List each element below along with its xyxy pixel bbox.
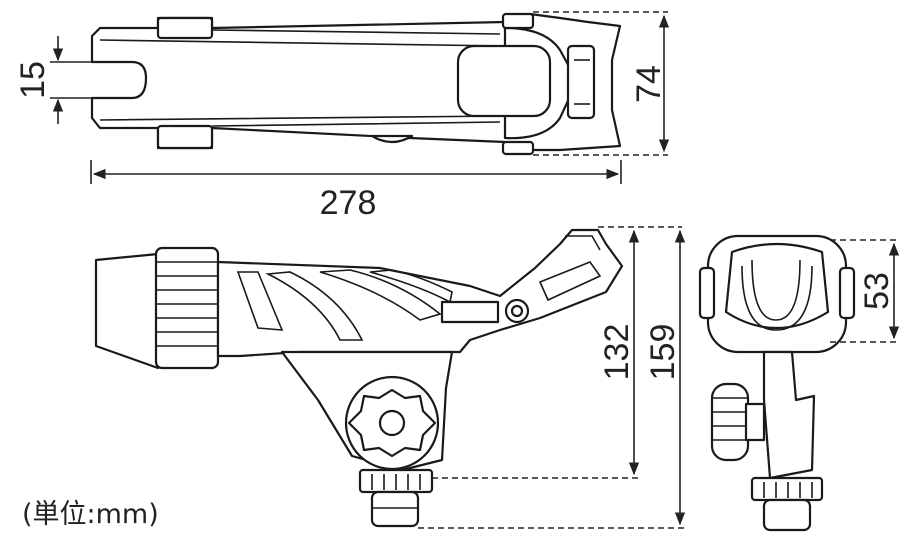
side-view-tube [94, 252, 160, 370]
dim-top-length: 278 [320, 184, 377, 222]
top-view-collar-lower [156, 124, 214, 150]
end-view-foot [762, 498, 812, 532]
top-view-cradle-pad [456, 44, 552, 118]
dim-slot-width: 15 [14, 61, 52, 99]
top-view-slot [92, 61, 147, 99]
dim-side-height-total: 159 [644, 324, 682, 381]
end-view-knob [710, 382, 750, 462]
end-view [698, 234, 856, 532]
dim-top-width: 74 [630, 65, 668, 103]
top-view [90, 12, 622, 156]
side-view-label-plate [440, 300, 500, 324]
top-view-dimensions: 74 278 15 [14, 11, 670, 222]
unit-label: (単位:mm) [22, 499, 159, 530]
top-view-collar-upper [156, 16, 214, 40]
side-view-foot [370, 490, 420, 528]
dim-side-height-inner: 132 [598, 324, 636, 381]
top-view-end-block [566, 44, 596, 120]
end-view-dimensions: 53 [830, 239, 900, 343]
side-view [94, 228, 624, 528]
dim-end-width: 53 [858, 272, 896, 310]
end-view-stem [762, 350, 816, 480]
side-view-dimensions: 132 159 [418, 226, 686, 529]
side-view-collar [154, 246, 220, 370]
